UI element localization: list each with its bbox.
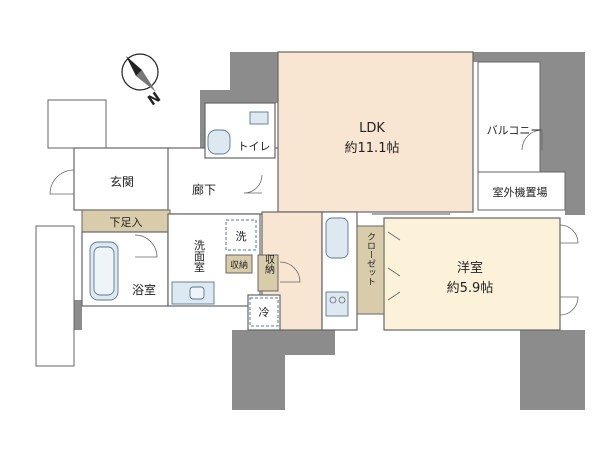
compass-label: N [145,89,164,109]
entrance-door [49,169,75,195]
side-balcony [35,225,75,367]
outdoor-unit-label: 室外機置場 [493,185,548,199]
entrance-room [73,147,171,211]
outdoor-areas [35,61,566,367]
washer-label: 洗 [236,230,247,243]
shoe-storage-label: 下足入 [110,216,143,229]
ldk-door [279,261,301,283]
wall-column-right [540,100,585,215]
compass-needle [126,56,142,76]
closet-label: クローゼット [365,232,376,286]
fixtures [89,111,349,327]
storage-unit [257,254,279,292]
balcony-area [477,61,541,173]
bathtub-inner [93,246,115,296]
washroom-label: 洗面室 [193,239,206,272]
ldk-main [277,51,474,213]
wall-column-bottom-right [520,330,585,410]
kitchen-sink [325,217,349,259]
fridge-space [247,294,281,331]
yoshitsu-window-door-bottom [559,296,579,316]
outdoor-unit-area [477,171,566,211]
toilet-bowl [207,129,231,155]
fridge-outline [249,297,279,327]
balcony-door [521,129,543,151]
entrance-porch [47,99,107,149]
balcony-label: バルコニー [487,124,542,137]
doors [49,129,579,316]
closet [356,225,385,315]
small-storage [225,254,253,274]
cooktop [325,291,349,317]
hallway-label: 廊下 [192,182,216,197]
hallway-door [243,174,263,194]
burner-1 [329,296,337,304]
toilet-sink [249,111,269,125]
yoshitsu-window-door-top [559,224,579,244]
closet-doors [387,231,401,301]
storage-label: 収納 [263,254,275,275]
washer-space [225,219,257,251]
ldk-name: LDK [359,121,385,136]
burner-2 [338,296,346,304]
yoshitsu-name: 洋室 [457,260,483,276]
toilet-label: トイレ [238,140,271,153]
compass-needle-tail [136,70,156,92]
yoshitsu-room [383,217,561,331]
yoshitsu-size: 約5.9帖 [447,281,494,296]
ldk-size: 約11.1帖 [345,141,400,156]
bathroom-label: 浴室 [132,282,156,297]
labels: LDK 約11.1帖 洋室 約5.9帖 バルコニー 室外機置場 トイレ 玄関 廊… [110,121,548,319]
entrance-label: 玄関 [110,174,134,189]
wash-basin-bowl [189,286,205,300]
small-storage-label: 収納 [230,259,248,271]
compass: N [121,53,164,109]
fridge-label: 冷 [259,306,270,319]
wall-column-top-right [472,52,585,100]
compass-ring [121,53,159,91]
wall-column-bottom-mid [262,330,335,355]
bathroom-door [134,234,158,258]
wall-column-top-left [230,52,278,103]
